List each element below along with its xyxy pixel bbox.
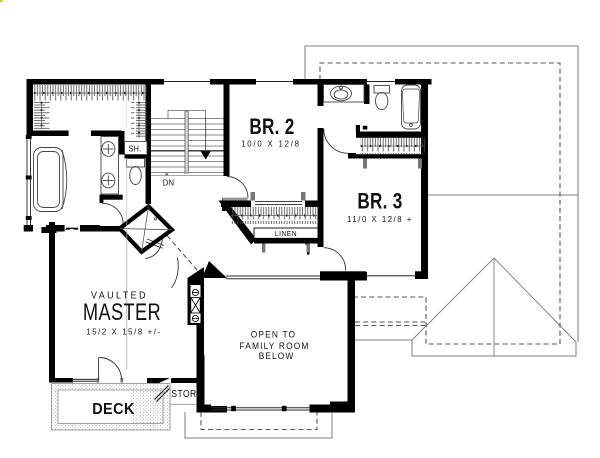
svg-text:SH.: SH. (129, 144, 142, 153)
svg-text:15/2 X 15/8 +/-: 15/2 X 15/8 +/- (86, 327, 161, 336)
svg-text:LINEN: LINEN (275, 229, 297, 237)
svg-text:STOR: STOR (171, 388, 196, 399)
svg-text:11/0 X 12/8 +: 11/0 X 12/8 + (347, 215, 413, 224)
svg-text:DN: DN (163, 178, 175, 187)
svg-text:DECK: DECK (92, 400, 135, 418)
svg-text:VAULTED: VAULTED (91, 289, 148, 300)
svg-text:BELOW: BELOW (259, 351, 295, 362)
svg-text:BR. 2: BR. 2 (249, 115, 294, 140)
svg-text:BR. 3: BR. 3 (357, 189, 402, 214)
svg-text:MASTER: MASTER (83, 299, 161, 326)
svg-text:OPEN TO: OPEN TO (251, 329, 296, 340)
svg-text:10/0 X 12/8: 10/0 X 12/8 (241, 139, 301, 148)
svg-text:FAMILY ROOM: FAMILY ROOM (239, 341, 309, 352)
